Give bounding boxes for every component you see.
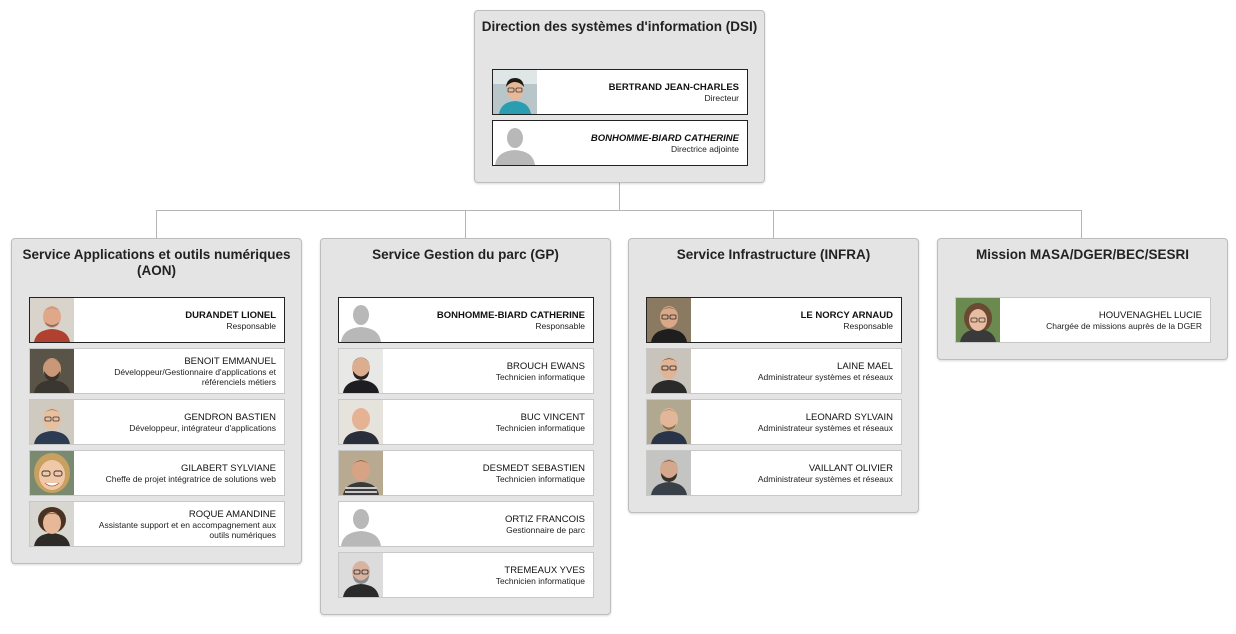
member-card[interactable]: BENOIT EMMANUEL Développeur/Gestionnaire…	[29, 348, 285, 394]
member-role: Gestionnaire de parc	[506, 524, 585, 535]
member-card[interactable]: BROUCH EWANS Technicien informatique	[338, 348, 594, 394]
member-card[interactable]: VAILLANT OLIVIER Administrateur systèmes…	[646, 450, 902, 496]
member-name: LAINE MAEL	[837, 360, 893, 372]
member-role: Chargée de missions auprès de la DGER	[1046, 320, 1202, 331]
member-name: LE NORCY ARNAUD	[800, 309, 893, 321]
member-name: BROUCH EWANS	[506, 360, 585, 372]
member-role: Responsable	[226, 320, 276, 331]
member-card[interactable]: TREMEAUX YVES Technicien informatique	[338, 552, 594, 598]
person-photo	[30, 451, 74, 495]
member-role: Administrateur systèmes et réseaux	[757, 422, 893, 433]
member-role: Administrateur systèmes et réseaux	[757, 371, 893, 382]
person-photo	[30, 400, 74, 444]
member-name: BONHOMME-BIARD CATHERINE	[590, 132, 739, 144]
unit-box-aon: Service Applications et outils numérique…	[11, 238, 302, 564]
member-name: ORTIZ FRANCOIS	[504, 513, 585, 525]
member-name: LEONARD SYLVAIN	[805, 411, 893, 423]
member-card[interactable]: ROQUE AMANDINE Assistante support et en …	[29, 501, 285, 547]
placeholder-avatar-icon	[493, 121, 537, 165]
member-card[interactable]: DURANDET LIONEL Responsable	[29, 297, 285, 343]
member-card[interactable]: LAINE MAEL Administrateur systèmes et ré…	[646, 348, 902, 394]
member-role: Technicien informatique	[495, 371, 585, 382]
member-card[interactable]: BUC VINCENT Technicien informatique	[338, 399, 594, 445]
unit-title: Service Gestion du parc (GP)	[372, 247, 559, 262]
person-photo	[339, 349, 383, 393]
member-name: ROQUE AMANDINE	[188, 508, 276, 520]
member-card[interactable]: BONHOMME-BIARD CATHERINE Directrice adjo…	[492, 120, 748, 166]
unit-title: Service Infrastructure (INFRA)	[676, 247, 871, 262]
person-photo	[956, 298, 1000, 342]
member-role: Directeur	[704, 92, 739, 103]
member-name: DURANDET LIONEL	[185, 309, 276, 321]
member-card[interactable]: HOUVENAGHEL LUCIE Chargée de missions au…	[955, 297, 1211, 343]
unit-title: Mission MASA/DGER/BEC/SESRI	[975, 247, 1190, 262]
member-name: TREMEAUX YVES	[504, 564, 585, 576]
member-role: Développeur, intégrateur d'applications	[129, 422, 276, 433]
member-name: BONHOMME-BIARD CATHERINE	[436, 309, 585, 321]
member-card[interactable]: BERTRAND JEAN-CHARLES Directeur	[492, 69, 748, 115]
member-role: Assistante support et en accompagnement …	[98, 519, 276, 540]
member-name: HOUVENAGHEL LUCIE	[1098, 309, 1202, 321]
member-card[interactable]: ORTIZ FRANCOIS Gestionnaire de parc	[338, 501, 594, 547]
member-name: GILABERT SYLVIANE	[180, 462, 276, 474]
member-role: Développeur/Gestionnaire d'applications …	[114, 366, 276, 387]
person-photo	[647, 298, 691, 342]
unit-title: Service Applications et outils numérique…	[22, 247, 291, 278]
member-role: Directrice adjointe	[670, 143, 739, 154]
unit-box-mission: Mission MASA/DGER/BEC/SESRI HOUVENAGHEL …	[937, 238, 1228, 360]
member-card[interactable]: LE NORCY ARNAUD Responsable	[646, 297, 902, 343]
person-photo	[339, 553, 383, 597]
member-role: Administrateur systèmes et réseaux	[757, 473, 893, 484]
member-role: Technicien informatique	[495, 473, 585, 484]
member-name: BUC VINCENT	[520, 411, 585, 423]
dsi-title: Direction des systèmes d'information (DS…	[481, 19, 758, 34]
person-photo	[647, 451, 691, 495]
member-role: Responsable	[535, 320, 585, 331]
member-role: Responsable	[843, 320, 893, 331]
person-photo	[647, 400, 691, 444]
unit-box-infra: Service Infrastructure (INFRA) LE NORCY …	[628, 238, 919, 513]
person-photo	[30, 349, 74, 393]
member-card[interactable]: LEONARD SYLVAIN Administrateur systèmes …	[646, 399, 902, 445]
member-role: Technicien informatique	[495, 422, 585, 433]
member-card[interactable]: BONHOMME-BIARD CATHERINE Responsable	[338, 297, 594, 343]
member-name: VAILLANT OLIVIER	[808, 462, 893, 474]
member-name: GENDRON BASTIEN	[184, 411, 276, 423]
member-card[interactable]: GENDRON BASTIEN Développeur, intégrateur…	[29, 399, 285, 445]
member-role: Technicien informatique	[495, 575, 585, 586]
placeholder-avatar-icon	[339, 502, 383, 546]
member-card[interactable]: GILABERT SYLVIANE Cheffe de projet intég…	[29, 450, 285, 496]
member-name: DESMEDT SEBASTIEN	[482, 462, 585, 474]
person-photo	[30, 502, 74, 546]
person-photo	[339, 451, 383, 495]
unit-box-gp: Service Gestion du parc (GP) BONHOMME-BI…	[320, 238, 611, 615]
placeholder-avatar-icon	[339, 298, 383, 342]
member-name: BENOIT EMMANUEL	[184, 355, 276, 367]
person-photo	[493, 70, 537, 114]
dsi-box: Direction des systèmes d'information (DS…	[474, 10, 765, 183]
member-role: Cheffe de projet intégratrice de solutio…	[105, 473, 276, 484]
member-name: BERTRAND JEAN-CHARLES	[608, 81, 739, 93]
member-card[interactable]: DESMEDT SEBASTIEN Technicien informatiqu…	[338, 450, 594, 496]
person-photo	[30, 298, 74, 342]
person-photo	[339, 400, 383, 444]
person-photo	[647, 349, 691, 393]
